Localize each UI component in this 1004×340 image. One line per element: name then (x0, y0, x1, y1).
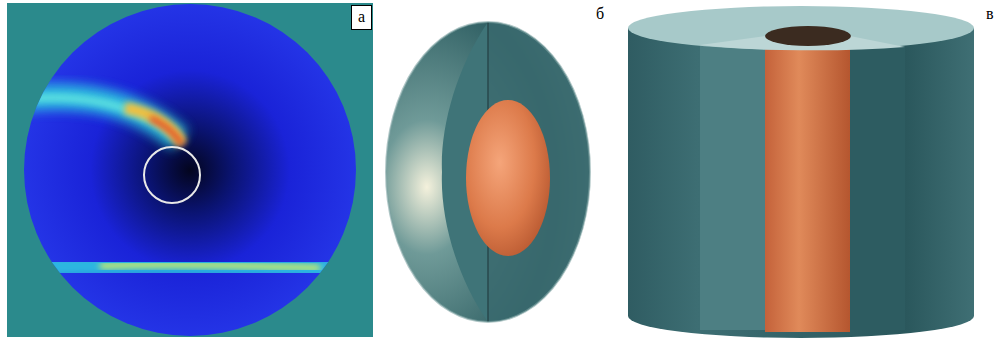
panel-letter: в (986, 6, 994, 22)
panel-letter: а (351, 5, 372, 30)
simulation-panel (7, 3, 380, 337)
cylinder-cutaway (628, 6, 974, 338)
sphere-cutaway (386, 22, 590, 322)
panel-letter: б (596, 6, 604, 22)
